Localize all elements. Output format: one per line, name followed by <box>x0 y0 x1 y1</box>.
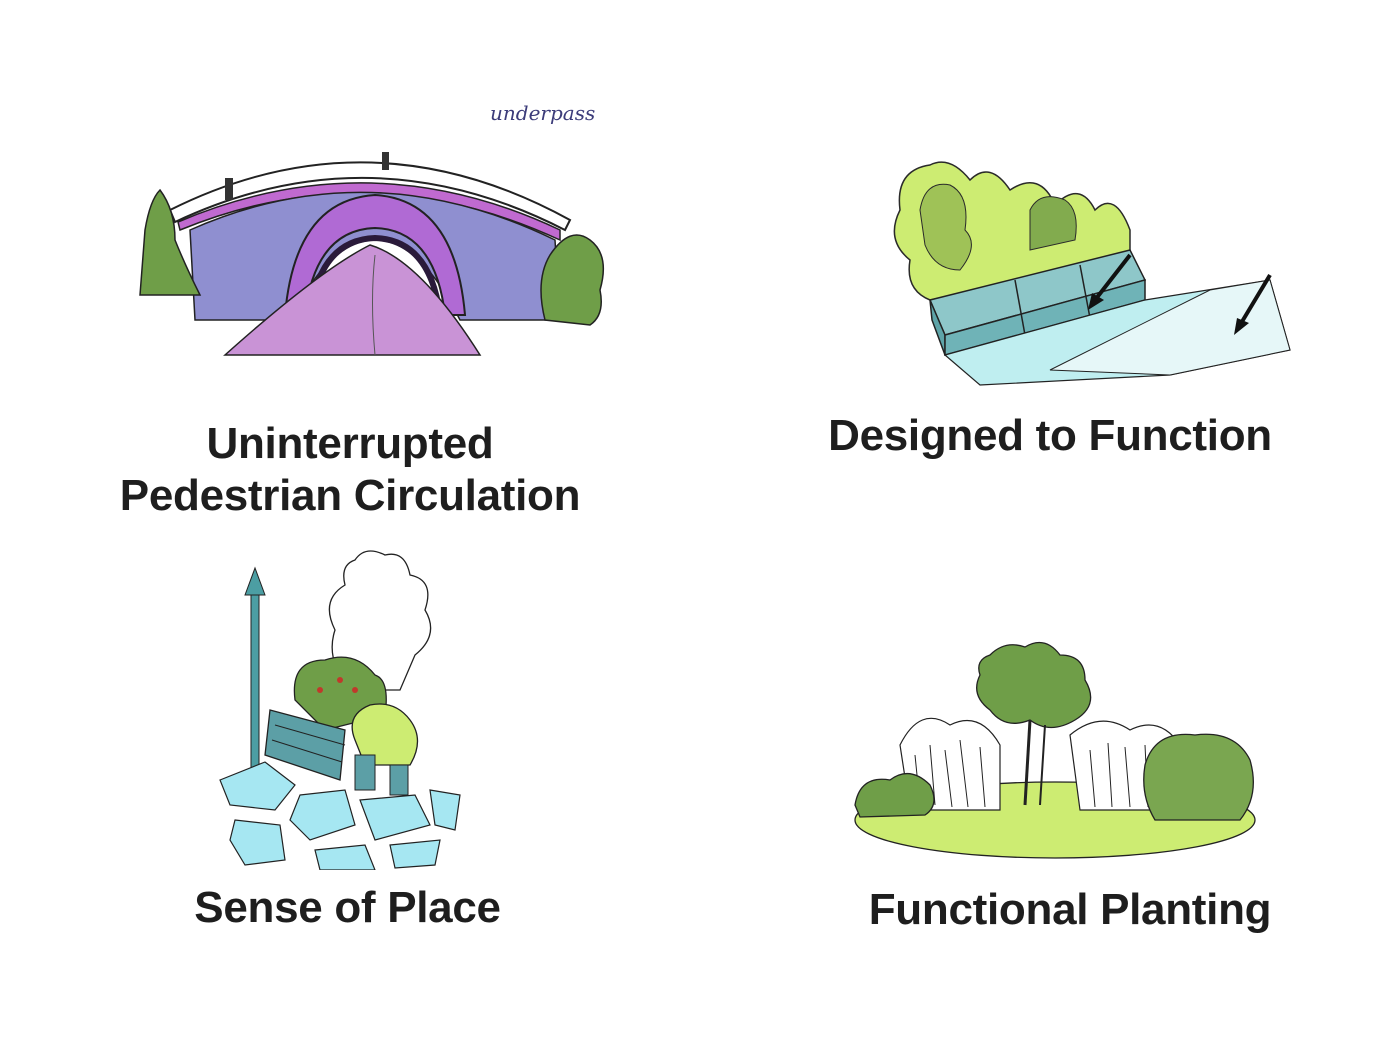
caption-line-2: Pedestrian Circulation <box>119 471 581 520</box>
bioswale-illustration <box>893 161 1291 386</box>
underpass-illustration: underpass <box>139 101 605 356</box>
caption-sense-of-place: Sense of Place <box>194 883 501 932</box>
panel-place: Sense of Place <box>0 530 700 1047</box>
caption-functional-planting: Functional Planting <box>868 885 1272 934</box>
caption-designed-to-function: Designed to Function <box>828 411 1272 460</box>
panel-planting: Functional Planting <box>700 530 1400 1047</box>
caption-line-1: Uninterrupted <box>206 419 494 468</box>
panel-function: Designed to Function <box>700 0 1400 530</box>
planting-illustration <box>854 641 1256 859</box>
panel-underpass: underpass Uninterrupted Pedestrian Circu… <box>0 0 700 530</box>
plaza-illustration <box>219 550 461 870</box>
underpass-note: underpass <box>490 101 595 125</box>
caption-uninterrupted: Uninterrupted Pedestrian Circulation <box>20 418 680 522</box>
